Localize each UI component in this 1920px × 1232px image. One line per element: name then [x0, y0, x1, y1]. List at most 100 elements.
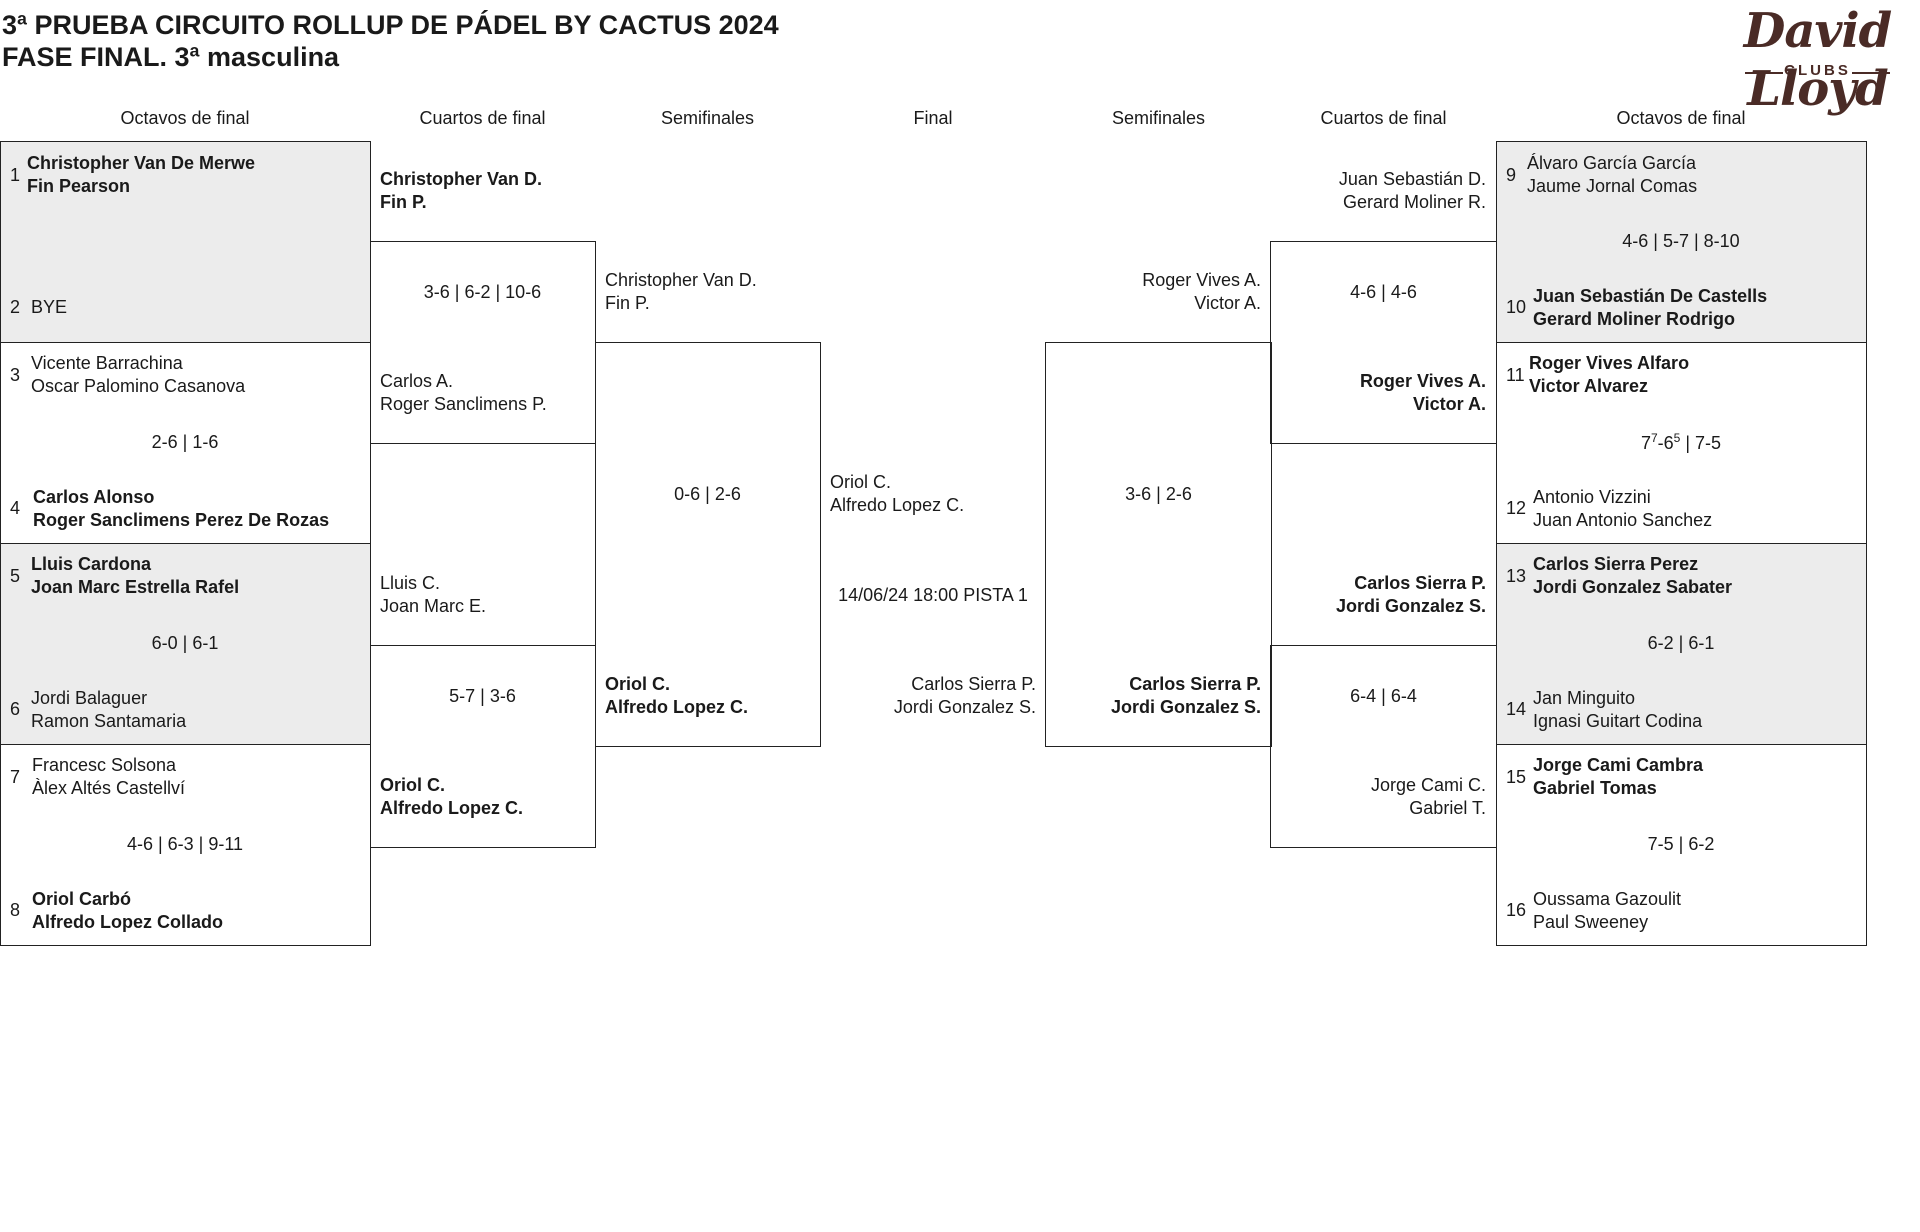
seed-4: 4	[10, 498, 21, 518]
team-11-player-2: Victor Alvarez	[1529, 376, 1649, 396]
sf-left-bracket	[595, 342, 821, 747]
sf-l-score: 0-6 | 2-6	[674, 484, 741, 504]
team-13-player-1: Carlos Sierra Perez	[1533, 554, 1699, 574]
team-2-bye: BYE	[31, 297, 68, 317]
qf-r1-team-b-player-1: Roger Vives A.	[1359, 371, 1486, 391]
sf-r-team-b-player-2: Jordi Gonzalez S.	[1110, 697, 1261, 717]
header-left-sf: Semifinales	[660, 108, 755, 128]
team-12-player-1: Antonio Vizzini	[1533, 487, 1651, 507]
r16-match-7-score: 6-2 | 6-1	[1647, 633, 1715, 653]
team-12-player-2: Juan Antonio Sanchez	[1533, 510, 1713, 530]
page-title: 3ª PRUEBA CIRCUITO ROLLUP DE PÁDEL BY CA…	[2, 10, 779, 40]
qf-r2-team-a-player-2: Jordi Gonzalez S.	[1335, 596, 1486, 616]
sf-right-bracket	[1045, 342, 1272, 747]
sf-l-team-a-player-1: Christopher Van D.	[605, 270, 757, 290]
seed-6: 6	[10, 699, 21, 719]
team-13-player-2: Jordi Gonzalez Sabater	[1533, 577, 1733, 597]
team-10-player-1: Juan Sebastián De Castells	[1533, 286, 1768, 306]
r16-match-5-score: 4-6 | 5-7 | 8-10	[1622, 231, 1740, 251]
qf-r2-team-b-player-2: Gabriel T.	[1409, 798, 1486, 818]
team-5-player-1: Lluis Cardona	[31, 554, 152, 574]
team-6-player-2: Ramon Santamaria	[31, 711, 187, 731]
qf-r2-team-b-player-1: Jorge Cami C.	[1370, 775, 1486, 795]
r16-match-3-score: 6-0 | 6-1	[151, 633, 219, 653]
qf-r2-team-a-player-1: Carlos Sierra P.	[1354, 573, 1486, 593]
logo-brand: David Lloyd	[1743, 3, 1892, 117]
team-8-player-2: Alfredo Lopez Collado	[32, 912, 223, 932]
final-schedule: 14/06/24 18:00 PISTA 1	[838, 585, 1028, 605]
r16-match-5	[1496, 141, 1867, 343]
seed-12: 12	[1506, 498, 1527, 518]
qf-l1-team-a-player-1: Christopher Van D.	[380, 169, 543, 189]
seed-8: 8	[10, 900, 21, 920]
qf-r1-team-a-player-1: Juan Sebastián D.	[1338, 169, 1486, 189]
team-5-player-2: Joan Marc Estrella Rafel	[31, 577, 240, 597]
team-16-player-1: Oussama Gazoulit	[1533, 889, 1682, 909]
final-team-b-player-2: Jordi Gonzalez S.	[893, 697, 1036, 717]
r16-match-6-score: 77-65 | 7-5	[1496, 432, 1866, 455]
team-11-player-1: Roger Vives Alfaro	[1529, 353, 1690, 373]
team-10-player-2: Gerard Moliner Rodrigo	[1533, 309, 1736, 329]
header-right-r16: Octavos de final	[1616, 108, 1746, 128]
logo-rule-right	[1852, 72, 1890, 74]
qf-r1-score: 4-6 | 4-6	[1350, 282, 1417, 302]
team-9-player-1: Álvaro García García	[1527, 153, 1697, 173]
header-right-sf: Semifinales	[1111, 108, 1206, 128]
qf-l2-team-a-player-2: Joan Marc E.	[380, 596, 487, 616]
r16-match-8	[1496, 744, 1867, 946]
final-team-b-player-1: Carlos Sierra P.	[911, 674, 1036, 694]
score-6-set1-a: 7	[1640, 433, 1651, 453]
team-4-player-1: Carlos Alonso	[33, 487, 155, 507]
qf-l2-team-b-player-2: Alfredo Lopez C.	[380, 798, 523, 818]
team-3-player-1: Vicente Barrachina	[31, 353, 183, 373]
r16-match-3	[0, 543, 371, 745]
sf-r-score: 3-6 | 2-6	[1125, 484, 1192, 504]
team-15-player-2: Gabriel Tomas	[1533, 778, 1657, 798]
qf-r2-score: 6-4 | 6-4	[1350, 686, 1417, 706]
r16-match-8-score: 7-5 | 6-2	[1647, 834, 1715, 854]
seed-5: 5	[10, 566, 21, 586]
team-6-player-1: Jordi Balaguer	[31, 688, 148, 708]
page-subtitle: FASE FINAL. 3ª masculina	[2, 42, 340, 72]
sf-r-team-b-player-1: Carlos Sierra P.	[1129, 674, 1261, 694]
logo-clubs: CLUBS	[1784, 62, 1851, 79]
qf-l1-team-a-player-2: Fin P.	[380, 192, 427, 212]
qf-r1-team-a-player-2: Gerard Moliner R.	[1342, 192, 1486, 212]
header-final: Final	[913, 108, 953, 128]
logo-rule-left	[1745, 72, 1783, 74]
score-6-tiebreak-a: 7	[1650, 431, 1658, 445]
header-left-qf: Cuartos de final	[419, 108, 546, 128]
seed-3: 3	[10, 365, 21, 385]
team-14-player-2: Ignasi Guitart Codina	[1533, 711, 1703, 731]
sf-l-team-b-player-1: Oriol C.	[605, 674, 671, 694]
team-3-player-2: Oscar Palomino Casanova	[31, 376, 246, 396]
sf-r-team-a-player-1: Roger Vives A.	[1142, 270, 1261, 290]
qf-l1-team-b-player-2: Roger Sanclimens P.	[380, 394, 547, 414]
team-1-player-2: Fin Pearson	[27, 176, 131, 196]
seed-13: 13	[1506, 566, 1527, 586]
team-7-player-1: Francesc Solsona	[32, 755, 177, 775]
team-15-player-1: Jorge Cami Cambra	[1533, 755, 1704, 775]
final-team-a-player-2: Alfredo Lopez C.	[830, 495, 965, 515]
r16-match-4-score: 4-6 | 6-3 | 9-11	[126, 834, 244, 854]
team-7-player-2: Àlex Altés Castellví	[32, 778, 186, 798]
r16-match-7	[1496, 543, 1867, 745]
seed-2: 2	[10, 297, 21, 317]
qf-r1-team-b-player-2: Victor A.	[1412, 394, 1486, 414]
team-8-player-1: Oriol Carbó	[32, 889, 132, 909]
qf-l2-team-a-player-1: Lluis C.	[380, 573, 441, 593]
score-6-tiebreak-b: 5	[1673, 431, 1681, 445]
final-team-a-player-1: Oriol C.	[830, 472, 892, 492]
seed-7: 7	[10, 767, 21, 787]
team-9-player-2: Jaume Jornal Comas	[1527, 176, 1698, 196]
sf-l-team-b-player-2: Alfredo Lopez C.	[605, 697, 748, 717]
team-14-player-1: Jan Minguito	[1533, 688, 1636, 708]
sf-l-team-a-player-2: Fin P.	[605, 293, 650, 313]
qf-l1-team-b-player-1: Carlos A.	[380, 371, 454, 391]
team-1-player-1: Christopher Van De Merwe	[27, 153, 256, 173]
sf-r-team-a-player-2: Victor A.	[1194, 293, 1261, 313]
header-right-qf: Cuartos de final	[1320, 108, 1447, 128]
seed-16: 16	[1506, 900, 1527, 920]
seed-15: 15	[1506, 767, 1527, 787]
david-lloyd-logo: David Lloyd CLUBS	[1715, 0, 1920, 117]
